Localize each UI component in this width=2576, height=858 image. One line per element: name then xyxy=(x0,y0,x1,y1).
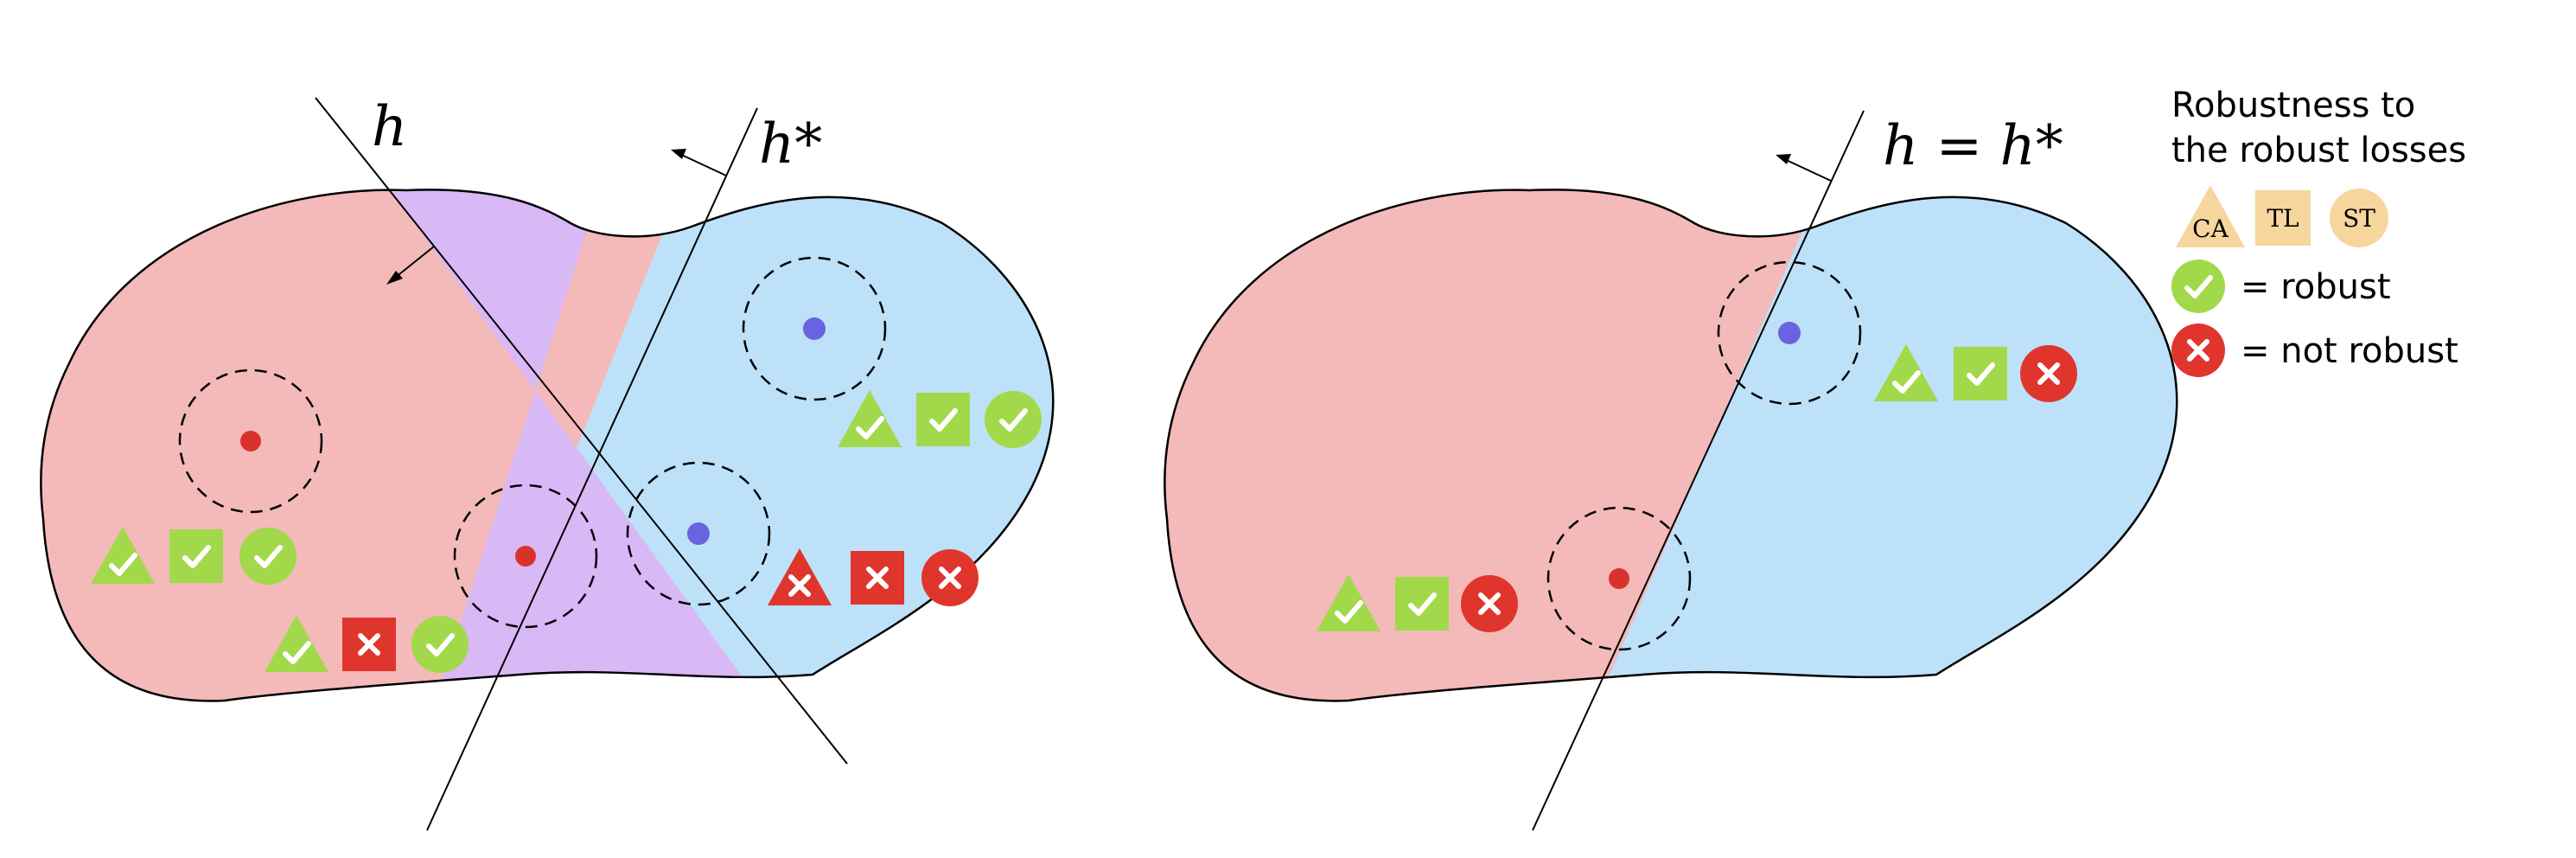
triangle-shape-icon xyxy=(91,527,155,584)
circle-shape-icon xyxy=(985,391,1042,448)
marker-row xyxy=(838,390,1042,448)
cross-icon xyxy=(2171,323,2225,377)
data-point-blue xyxy=(742,256,887,401)
square-shape-icon xyxy=(1954,347,2007,400)
triangle-shape-icon xyxy=(838,390,902,447)
st-label: ST xyxy=(2343,204,2375,233)
legend-title-line1: Robustness to xyxy=(2171,86,2415,125)
data-point-red xyxy=(178,368,323,514)
data-point-red xyxy=(453,483,598,629)
normal-arrow-icon xyxy=(671,149,727,176)
square-shape-icon: TL xyxy=(2255,190,2311,246)
circle-shape-icon xyxy=(411,616,469,673)
square-shape-icon xyxy=(169,529,223,583)
square-shape-icon xyxy=(851,551,904,605)
circle-shape-icon xyxy=(2020,345,2077,402)
legend-title-line2: the robust losses xyxy=(2171,131,2466,170)
triangle-shape-icon xyxy=(1874,344,1938,401)
h-label: h xyxy=(372,95,407,159)
triangle-shape-icon xyxy=(768,548,832,605)
data-point-blue xyxy=(1717,260,1862,406)
boundary-h-star-line xyxy=(426,107,758,831)
h-star-label: h* xyxy=(759,112,822,176)
tl-label: TL xyxy=(2267,204,2299,233)
normal-arrow-icon xyxy=(1776,154,1832,182)
marker-row xyxy=(265,615,469,673)
triangle-shape-icon xyxy=(265,615,328,672)
circle-shape-icon xyxy=(1461,575,1518,632)
legend: Robustness to the robust losses CA TL ST… xyxy=(2171,86,2466,377)
left-blob-outline xyxy=(40,189,1055,702)
boundary-h-line xyxy=(315,97,848,765)
marker-row xyxy=(91,527,296,585)
marker-row xyxy=(1874,344,2077,402)
square-shape-icon xyxy=(342,618,396,671)
circle-shape-icon xyxy=(921,549,979,606)
circle-shape-icon xyxy=(239,528,296,585)
boundary-h-equals-h-star-line xyxy=(1532,110,1865,831)
robust-legend-label: = robust xyxy=(2241,267,2391,307)
not-robust-legend-label: = not robust xyxy=(2241,331,2458,371)
left-panel: h h* xyxy=(40,95,1055,831)
normal-arrow-icon xyxy=(386,246,435,285)
data-point-red xyxy=(1546,506,1692,651)
marker-row xyxy=(1317,574,1518,632)
triangle-shape-icon: CA xyxy=(2176,185,2245,247)
square-shape-icon xyxy=(1395,577,1449,631)
circle-shape-icon: ST xyxy=(2330,189,2388,247)
data-point-blue xyxy=(626,461,771,606)
square-shape-icon xyxy=(916,393,970,446)
right-blob-outline xyxy=(1164,189,2178,702)
right-panel: h = h* xyxy=(1164,110,2178,831)
h-equals-h-star-label: h = h* xyxy=(1883,114,2063,178)
check-icon xyxy=(2171,259,2225,313)
ca-label: CA xyxy=(2192,214,2228,243)
marker-row xyxy=(768,548,979,606)
triangle-shape-icon xyxy=(1317,574,1380,631)
